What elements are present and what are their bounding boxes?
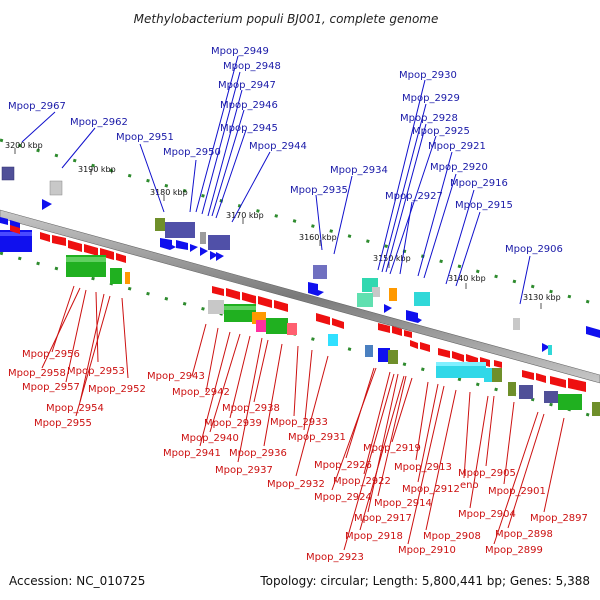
gene-label: Mpop_2904 [458, 509, 516, 520]
genome-summary: Topology: circular; Length: 5,800,441 bp… [259, 574, 590, 588]
gene-label: Mpop_2943 [147, 371, 205, 382]
reverse-strand-genes [10, 225, 600, 416]
gene-label: Mpop_2956 [22, 349, 80, 360]
kbp-3130: 3130 kbp [523, 293, 561, 302]
gene-label: Mpop_2915 [455, 200, 513, 211]
gene-label: Mpop_2928 [400, 113, 458, 124]
kbp-3160: 3160 kbp [299, 233, 337, 242]
gene-label: Mpop_2905 [458, 468, 516, 479]
gene-label: Mpop_2949 [211, 46, 269, 57]
gene-label: Mpop_2908 [423, 531, 481, 542]
gene-label: Mpop_2953 [67, 366, 125, 377]
gene-label: Mpop_2910 [398, 545, 456, 556]
kbp-3140: 3140 kbp [448, 274, 486, 283]
gene-label: Mpop_2950 [163, 147, 221, 158]
gene-label: Mpop_2931 [288, 432, 346, 443]
gene-label: Mpop_2942 [172, 387, 230, 398]
genome-backbone [0, 209, 600, 384]
reverse-gene-labels: Mpop_2956 Mpop_2958 Mpop_2953 Mpop_2957 … [8, 349, 588, 563]
gene-label: Mpop_2951 [116, 132, 174, 143]
forward-leader-lines [21, 55, 531, 305]
gene-label: Mpop_2906 [505, 244, 563, 255]
gene-label: Mpop_2898 [495, 529, 553, 540]
gene-label: Mpop_2926 [314, 460, 372, 471]
gene-label: Mpop_2933 [270, 417, 328, 428]
kbp-3190: 3190 kbp [78, 165, 116, 174]
gene-label: Mpop_2934 [330, 165, 388, 176]
gene-label: Mpop_2927 [385, 191, 443, 202]
gene-label: Mpop_2897 [530, 513, 588, 524]
gene-label: Mpop_2962 [70, 117, 128, 128]
kbp-3200: 3200 kbp [5, 141, 43, 150]
gene-label: Mpop_2946 [220, 100, 278, 111]
gene-label: Mpop_2944 [249, 141, 307, 152]
gene-label: Mpop_2935 [290, 185, 348, 196]
gene-label: Mpop_2939 [204, 418, 262, 429]
gene-label: Mpop_2913 [394, 462, 452, 473]
kbp-labels: 3200 kbp 3190 kbp 3180 kbp 3170 kbp 3160… [5, 141, 561, 302]
gene-label: Mpop_2945 [220, 123, 278, 134]
kbp-ticks [14, 148, 542, 309]
gene-label: Mpop_2941 [163, 448, 221, 459]
forward-gene-labels: Mpop_2967 Mpop_2962 Mpop_2951 Mpop_2950 … [8, 46, 563, 255]
gene-label: Mpop_2957 [22, 382, 80, 393]
gene-label: Mpop_2947 [218, 80, 276, 91]
gene-label: Mpop_2954 [46, 403, 104, 414]
gene-label: Mpop_2955 [34, 418, 92, 429]
gene-label: Mpop_2930 [399, 70, 457, 81]
gene-label: Mpop_2912 [402, 484, 460, 495]
gene-label: Mpop_2917 [354, 513, 412, 524]
kbp-3170: 3170 kbp [226, 211, 264, 220]
gene-label: Mpop_2922 [333, 476, 391, 487]
reverse-leader-lines [41, 285, 565, 551]
gene-label: eno [460, 480, 479, 491]
kbp-3180: 3180 kbp [150, 188, 188, 197]
gene-label: Mpop_2899 [485, 545, 543, 556]
accession-text: Accession: NC_010725 [9, 574, 145, 588]
forward-strand-genes [0, 166, 600, 355]
gene-label: Mpop_2937 [215, 465, 273, 476]
gene-label: Mpop_2925 [412, 126, 470, 137]
gene-label: Mpop_2932 [267, 479, 325, 490]
gene-label: Mpop_2921 [428, 141, 486, 152]
gene-label: Mpop_2952 [88, 384, 146, 395]
gene-label: Mpop_2958 [8, 368, 66, 379]
gene-label: Mpop_2924 [314, 492, 372, 503]
gene-label: Mpop_2938 [222, 403, 280, 414]
gene-label: Mpop_2929 [402, 93, 460, 104]
gene-label: Mpop_2967 [8, 101, 66, 112]
kbp-3150: 3150 kbp [373, 254, 411, 263]
gene-label: Mpop_2920 [430, 162, 488, 173]
gene-label: Mpop_2940 [181, 433, 239, 444]
gene-label: Mpop_2936 [229, 448, 287, 459]
gene-label: Mpop_2923 [306, 552, 364, 563]
gene-label: Mpop_2918 [345, 531, 403, 542]
gene-label: Mpop_2916 [450, 178, 508, 189]
map-title: Methylobacterium populi BJ001, complete … [134, 12, 439, 26]
gene-label: Mpop_2919 [363, 443, 421, 454]
gene-label: Mpop_2901 [488, 486, 546, 497]
gene-label: Mpop_2948 [223, 61, 281, 72]
gene-label: Mpop_2914 [374, 498, 432, 509]
